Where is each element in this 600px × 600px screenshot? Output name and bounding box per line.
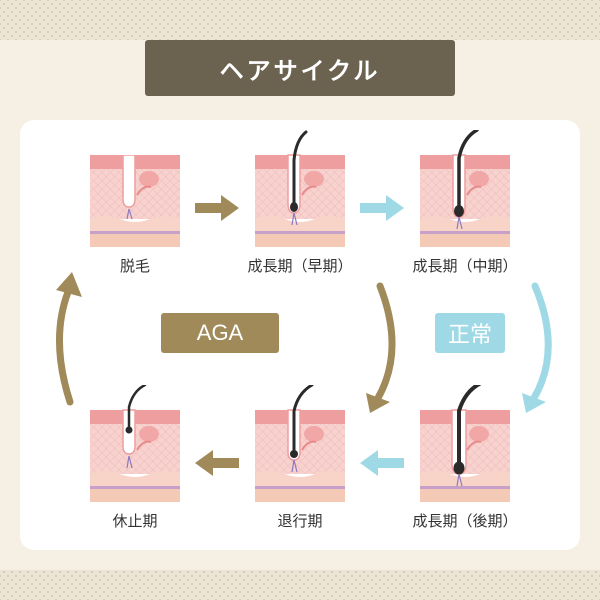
stage-shedding: 脱毛	[80, 155, 190, 275]
normal-badge: 正常	[435, 313, 505, 353]
hair-strand	[292, 130, 308, 209]
follicle-mid-icon	[420, 130, 510, 247]
follicle-early-icon	[255, 130, 345, 247]
aga-badge: AGA	[161, 313, 279, 353]
hair-strand	[457, 385, 482, 470]
curve-arrow-down-head	[522, 393, 546, 413]
stage-label: 退行期	[277, 512, 323, 530]
curve-arrow-up-head	[56, 272, 82, 297]
stage-label: 成長期（後期）	[412, 512, 518, 530]
title-banner: ヘアサイクル	[145, 40, 455, 96]
curve-arrow-down-icon	[530, 282, 552, 402]
stage-label: 成長期（早期）	[247, 257, 353, 275]
hair-strand	[292, 385, 314, 456]
arrow-right-icon	[360, 195, 404, 221]
hair-strand	[457, 130, 479, 213]
follicle-catagen-icon	[255, 385, 345, 502]
aga-label: AGA	[196, 320, 244, 345]
follicle-telogen-icon	[90, 385, 180, 502]
curve-arrow-down-icon	[374, 282, 396, 402]
stage-anagen-late: 成長期（後期）	[410, 385, 520, 530]
arrow-right-icon	[195, 195, 239, 221]
normal-label: 正常	[447, 323, 492, 348]
stage-anagen-mid: 成長期（中期）	[410, 130, 520, 275]
page-title: ヘアサイクル	[219, 56, 381, 85]
curve-arrow-down-head	[366, 393, 390, 413]
stage-catagen: 退行期	[245, 385, 355, 530]
follicle-late-icon	[420, 385, 510, 502]
stage-telogen: 休止期	[80, 385, 190, 530]
curve-arrow-up-icon	[55, 288, 74, 406]
stage-label: 脱毛	[119, 257, 150, 275]
follicle-empty-icon	[90, 155, 180, 247]
arrow-left-icon	[195, 450, 239, 476]
stage-label: 成長期（中期）	[412, 257, 518, 275]
hair-strand	[127, 385, 147, 432]
stage-anagen-early: 成長期（早期）	[245, 130, 355, 275]
stage-label: 休止期	[112, 512, 158, 530]
arrow-left-icon	[360, 450, 404, 476]
